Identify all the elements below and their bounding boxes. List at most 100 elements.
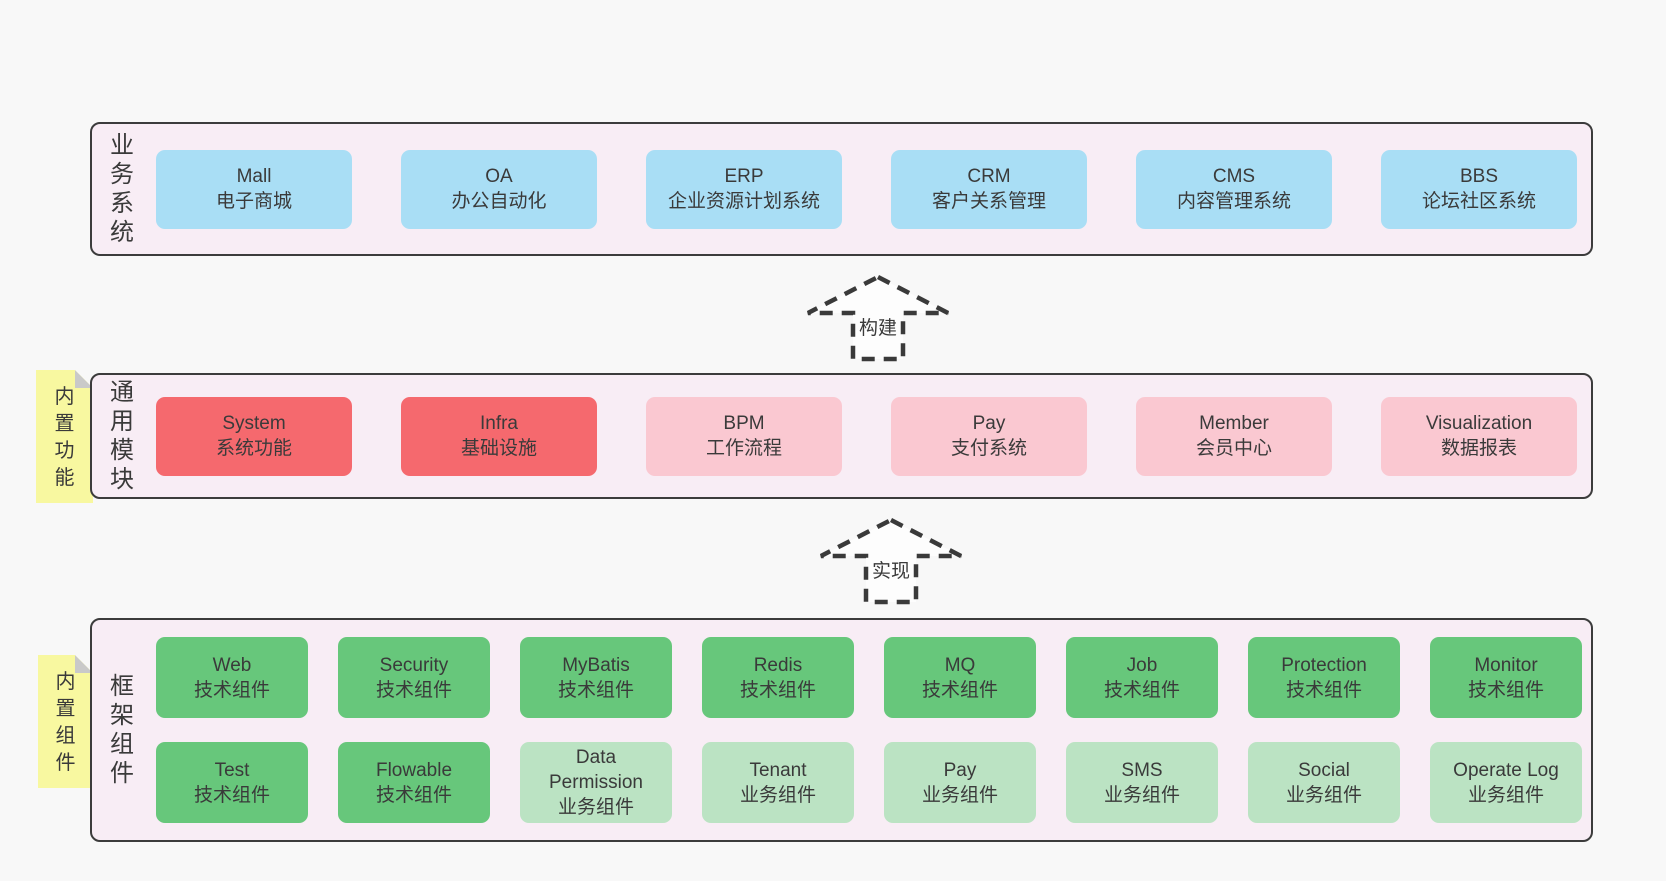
box-bpm-desc: 工作流程 bbox=[705, 438, 782, 459]
builtin-functions-note-text: 内置功能 bbox=[54, 386, 75, 489]
business-systems-label: 业务系统 bbox=[110, 132, 134, 246]
box-flowable-desc: 技术组件 bbox=[375, 784, 452, 806]
builtin-components-note: 内置组件 bbox=[38, 655, 93, 788]
box-social-desc: 业务组件 bbox=[1285, 784, 1362, 806]
box-member: Member 会员中心 bbox=[1136, 396, 1332, 476]
box-pay-module-name: Pay bbox=[972, 413, 1006, 434]
box-mq: MQ 技术组件 bbox=[884, 637, 1036, 718]
box-flowable-name: Flowable bbox=[375, 759, 453, 781]
box-mq-desc: 技术组件 bbox=[921, 679, 998, 701]
box-bbs: BBS 论坛社区系统 bbox=[1381, 149, 1577, 229]
box-mall-name: Mall bbox=[236, 166, 272, 187]
box-oa-name: OA bbox=[485, 166, 513, 187]
box-protection-desc: 技术组件 bbox=[1285, 679, 1362, 701]
box-system: System 系统功能 bbox=[156, 396, 352, 476]
box-pay-component-desc: 业务组件 bbox=[921, 784, 998, 806]
implement-arrow-label: 实现 bbox=[869, 556, 913, 583]
box-job-desc: 技术组件 bbox=[1103, 679, 1180, 701]
box-oa-desc: 办公自动化 bbox=[451, 191, 547, 212]
box-sms: SMS 业务组件 bbox=[1066, 742, 1218, 823]
business-systems-panel: 业务系统 Mall 电子商城 OA 办公自动化 ERP 企业资源计划系统 CRM… bbox=[90, 122, 1593, 256]
box-member-name: Member bbox=[1199, 413, 1269, 434]
box-operate-log-desc: 业务组件 bbox=[1467, 784, 1544, 806]
box-crm: CRM 客户关系管理 bbox=[891, 149, 1087, 229]
box-infra-name: Infra bbox=[479, 413, 519, 434]
box-security-desc: 技术组件 bbox=[375, 679, 452, 701]
box-mybatis-desc: 技术组件 bbox=[557, 679, 634, 701]
box-data-permission-desc: 业务组件 bbox=[557, 797, 634, 818]
framework-components-row-1: Web 技术组件 Security 技术组件 MyBatis 技术组件 Redi… bbox=[156, 637, 1582, 718]
box-job: Job 技术组件 bbox=[1066, 637, 1218, 718]
box-infra: Infra 基础设施 bbox=[401, 396, 597, 476]
box-mybatis: MyBatis 技术组件 bbox=[520, 637, 672, 718]
box-sms-desc: 业务组件 bbox=[1103, 784, 1180, 806]
box-tenant: Tenant 业务组件 bbox=[702, 742, 854, 823]
box-web: Web 技术组件 bbox=[156, 637, 308, 718]
box-operate-log-name: Operate Log bbox=[1453, 759, 1559, 781]
box-oa: OA 办公自动化 bbox=[401, 149, 597, 229]
box-data-permission: Data Permission 业务组件 bbox=[520, 742, 672, 823]
box-cms-name: CMS bbox=[1212, 166, 1256, 187]
box-test-desc: 技术组件 bbox=[193, 784, 270, 806]
box-sms-name: SMS bbox=[1121, 759, 1163, 781]
box-job-name: Job bbox=[1126, 654, 1158, 676]
box-erp: ERP 企业资源计划系统 bbox=[646, 149, 842, 229]
box-visualization: Visualization 数据报表 bbox=[1381, 396, 1577, 476]
box-test: Test 技术组件 bbox=[156, 742, 308, 823]
business-systems-row: Mall 电子商城 OA 办公自动化 ERP 企业资源计划系统 CRM 客户关系… bbox=[156, 149, 1577, 229]
box-operate-log: Operate Log 业务组件 bbox=[1430, 742, 1582, 823]
box-cms-desc: 内容管理系统 bbox=[1176, 191, 1291, 212]
box-pay-component-name: Pay bbox=[943, 759, 977, 781]
build-arrow-label: 构建 bbox=[856, 313, 900, 340]
box-system-desc: 系统功能 bbox=[215, 438, 292, 459]
framework-components-row-2: Test 技术组件 Flowable 技术组件 Data Permission … bbox=[156, 742, 1582, 823]
box-protection: Protection 技术组件 bbox=[1248, 637, 1400, 718]
box-mall: Mall 电子商城 bbox=[156, 149, 352, 229]
framework-components-panel: 框架组件 Web 技术组件 Security 技术组件 MyBatis 技术组件… bbox=[90, 618, 1593, 842]
box-mybatis-name: MyBatis bbox=[562, 654, 630, 676]
box-social: Social 业务组件 bbox=[1248, 742, 1400, 823]
box-redis: Redis 技术组件 bbox=[702, 637, 854, 718]
build-arrow: 构建 bbox=[804, 273, 952, 363]
box-redis-desc: 技术组件 bbox=[739, 679, 816, 701]
box-security: Security 技术组件 bbox=[338, 637, 490, 718]
box-tenant-name: Tenant bbox=[749, 759, 807, 781]
box-cms: CMS 内容管理系统 bbox=[1136, 149, 1332, 229]
box-bbs-name: BBS bbox=[1459, 166, 1499, 187]
box-protection-name: Protection bbox=[1281, 654, 1367, 676]
box-crm-desc: 客户关系管理 bbox=[931, 191, 1046, 212]
common-modules-panel: 通用模块 System 系统功能 Infra 基础设施 BPM 工作流程 Pay… bbox=[90, 373, 1593, 499]
box-web-desc: 技术组件 bbox=[193, 679, 270, 701]
implement-arrow: 实现 bbox=[817, 516, 965, 606]
box-bbs-desc: 论坛社区系统 bbox=[1421, 191, 1536, 212]
box-tenant-desc: 业务组件 bbox=[739, 784, 816, 806]
box-visualization-name: Visualization bbox=[1425, 413, 1533, 434]
common-modules-label: 通用模块 bbox=[110, 379, 134, 493]
box-erp-desc: 企业资源计划系统 bbox=[667, 191, 820, 212]
box-pay-component: Pay 业务组件 bbox=[884, 742, 1036, 823]
builtin-components-note-text: 内置组件 bbox=[55, 671, 76, 774]
box-test-name: Test bbox=[214, 759, 250, 781]
box-mall-desc: 电子商城 bbox=[215, 191, 292, 212]
box-erp-name: ERP bbox=[724, 166, 764, 187]
box-monitor: Monitor 技术组件 bbox=[1430, 637, 1582, 718]
box-data-permission-name: Data Permission bbox=[549, 747, 643, 793]
box-redis-name: Redis bbox=[753, 654, 803, 676]
box-monitor-name: Monitor bbox=[1474, 654, 1538, 676]
box-web-name: Web bbox=[212, 654, 252, 676]
box-pay-module: Pay 支付系统 bbox=[891, 396, 1087, 476]
box-bpm-name: BPM bbox=[723, 413, 765, 434]
box-infra-desc: 基础设施 bbox=[460, 438, 537, 459]
box-bpm: BPM 工作流程 bbox=[646, 396, 842, 476]
box-member-desc: 会员中心 bbox=[1195, 438, 1272, 459]
box-visualization-desc: 数据报表 bbox=[1440, 438, 1517, 459]
builtin-functions-note: 内置功能 bbox=[36, 370, 93, 503]
box-flowable: Flowable 技术组件 bbox=[338, 742, 490, 823]
box-crm-name: CRM bbox=[967, 166, 1011, 187]
box-security-name: Security bbox=[379, 654, 449, 676]
common-modules-row: System 系统功能 Infra 基础设施 BPM 工作流程 Pay 支付系统… bbox=[156, 396, 1577, 476]
framework-components-label: 框架组件 bbox=[110, 673, 134, 787]
box-social-name: Social bbox=[1298, 759, 1350, 781]
box-monitor-desc: 技术组件 bbox=[1467, 679, 1544, 701]
box-pay-module-desc: 支付系统 bbox=[950, 438, 1027, 459]
